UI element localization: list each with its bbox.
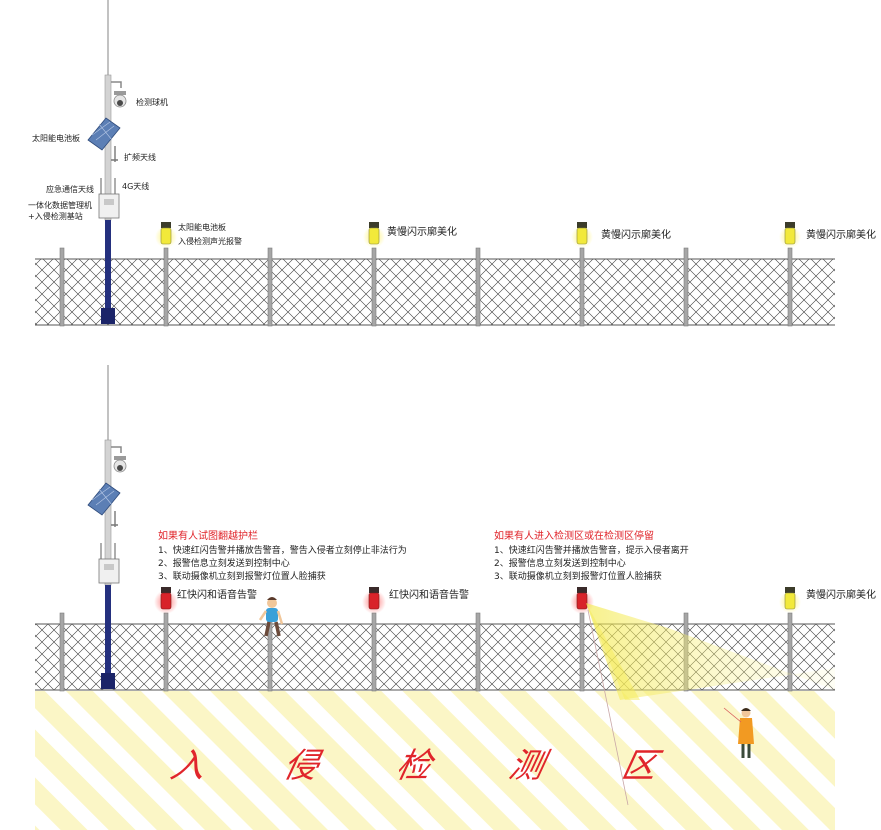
scenario2-title: 如果有人进入检测区或在检测区停留 xyxy=(494,531,654,542)
monitoring-pole-bottom xyxy=(87,365,127,689)
label-light1-line2: 入侵检测声光报警 xyxy=(178,237,242,246)
label-light4-top: 黄慢闪示廓美化 xyxy=(806,230,876,241)
detection-beam-core xyxy=(586,603,640,700)
scenario1-line-2: 2、报警信息立刻发送到控制中心 xyxy=(158,559,290,569)
label-data-manager-2: +入侵检测基站 xyxy=(28,212,83,221)
label-4g-antenna: 4G天线 xyxy=(122,182,150,191)
scenario1-line-1: 1、快速红闪告警并播放告警音，警告入侵者立刻停止非法行为 xyxy=(158,546,407,556)
label-data-manager-1: 一体化数据管理机 xyxy=(28,201,92,210)
label-emergency-antenna: 应急通信天线 xyxy=(46,185,94,194)
scenario2-line-1: 1、快速红闪告警并播放告警音，提示入侵者离开 xyxy=(494,546,689,556)
label-alarm2: 红快闪和语音告警 xyxy=(389,590,469,601)
label-light1-line1: 太阳能电池板 xyxy=(178,223,226,232)
dome-camera-icon xyxy=(113,91,127,108)
solar-panel-icon-2 xyxy=(87,482,121,516)
antennas-icon-2 xyxy=(100,543,116,559)
detection-range-line xyxy=(587,609,629,806)
monitoring-pole-top xyxy=(87,0,127,324)
label-light2-top: 黄慢闪示廓美化 xyxy=(387,227,457,238)
scenario2-line-2: 2、报警信息立刻发送到控制中心 xyxy=(494,559,626,569)
fence-posts-top xyxy=(59,247,793,327)
data-manager-box-icon xyxy=(98,193,120,219)
extension-antenna-icon xyxy=(111,146,118,162)
label-solar-panel: 太阳能电池板 xyxy=(32,134,80,143)
bottom-scene xyxy=(35,365,835,830)
light-red-alarm-2 xyxy=(362,587,386,614)
standing-person-icon xyxy=(723,707,754,758)
label-light3-top: 黄慢闪示廓美化 xyxy=(601,230,671,241)
label-camera: 检测球机 xyxy=(136,98,168,107)
label-light4-bottom: 黄慢闪示廓美化 xyxy=(806,590,876,601)
detection-zone-label: 入 侵 检 测 区 xyxy=(167,746,695,786)
extension-antenna-icon-2 xyxy=(111,511,118,527)
label-extension-antenna: 扩频天线 xyxy=(124,153,156,162)
light-yellow-top-3 xyxy=(571,222,593,248)
scenario1-title: 如果有人试图翻越护栏 xyxy=(158,531,258,542)
light-yellow-top-4 xyxy=(779,222,801,248)
light-yellow-top-2 xyxy=(363,222,385,248)
antennas-icon xyxy=(100,178,116,194)
detection-zone xyxy=(35,691,835,830)
data-manager-box-icon-2 xyxy=(98,558,120,584)
climber-person-icon xyxy=(258,597,284,637)
light-red-alarm-1 xyxy=(154,587,178,614)
top-scene xyxy=(35,0,835,327)
solar-panel-icon xyxy=(87,117,121,151)
scenario2-line-3: 3、联动摄像机立刻到报警灯位置人脸捕获 xyxy=(494,572,662,582)
light-solar-alarm-top xyxy=(155,222,177,248)
label-alarm1: 红快闪和语音告警 xyxy=(177,590,257,601)
scenario1-line-3: 3、联动摄像机立刻到报警灯位置人脸捕获 xyxy=(158,572,326,582)
fence-mesh-top xyxy=(35,259,835,325)
detection-beam xyxy=(586,603,835,700)
dome-camera-icon-2 xyxy=(113,456,127,473)
light-yellow-bottom-4 xyxy=(779,587,801,613)
